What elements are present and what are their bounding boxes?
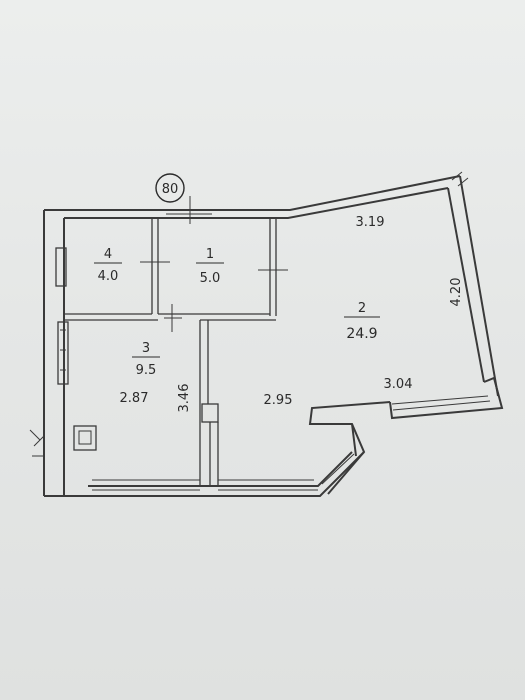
right-wall-inner [447, 187, 485, 383]
room-4: 4 4.0 [94, 247, 122, 284]
room-1-area: 5.0 [200, 271, 221, 286]
room-3: 3 9.5 [132, 341, 160, 378]
top-wall-inner [64, 187, 449, 219]
wall-3-2 [199, 320, 209, 486]
bottom-windows [92, 479, 318, 491]
door-markers [140, 196, 288, 332]
balcony-edge [351, 423, 357, 457]
balcony-window [391, 395, 491, 411]
bottom-wall-outer [44, 451, 365, 497]
room-3-number: 3 [142, 341, 150, 356]
dim-balcony: 3.04 [384, 377, 413, 392]
building-number: 80 [162, 182, 179, 197]
entry-marker [29, 429, 45, 457]
balcony-right [389, 376, 504, 420]
room-2: 2 24.9 [344, 301, 380, 342]
balcony-left [308, 401, 391, 495]
room-1: 1 5.0 [196, 247, 224, 286]
room-4-number: 4 [104, 247, 112, 262]
left-windows [55, 247, 69, 385]
corner-window [321, 453, 359, 491]
dim-right: 4.20 [449, 278, 464, 307]
dimensions: 3.19 4.20 3.04 2.95 2.87 3.46 [120, 215, 464, 412]
outer-walls [43, 175, 504, 497]
top-wall-outer [44, 175, 461, 211]
wall-3-2-lower [209, 422, 219, 486]
dim-top: 3.19 [356, 215, 385, 230]
right-wall-outer [459, 175, 499, 397]
dim-room2-width: 2.95 [264, 393, 293, 408]
wall-4-1 [151, 218, 159, 314]
wall-1-hall [158, 313, 276, 321]
dim-room3-width: 2.87 [120, 391, 149, 406]
dim-room3-height: 3.46 [177, 384, 192, 413]
stove-icon [73, 425, 97, 451]
room-2-area: 24.9 [346, 326, 377, 342]
bottom-wall-inner [88, 451, 353, 487]
corner-marker [451, 171, 469, 187]
room-2-number: 2 [358, 301, 366, 316]
room-3-area: 9.5 [136, 363, 157, 378]
room-1-number: 1 [206, 247, 214, 262]
wall-4-3 [64, 313, 158, 321]
column [201, 403, 219, 423]
room-4-area: 4.0 [98, 269, 119, 284]
interior-walls [64, 218, 277, 486]
building-number-badge: 80 [155, 173, 185, 203]
wall-1-2 [269, 218, 277, 316]
